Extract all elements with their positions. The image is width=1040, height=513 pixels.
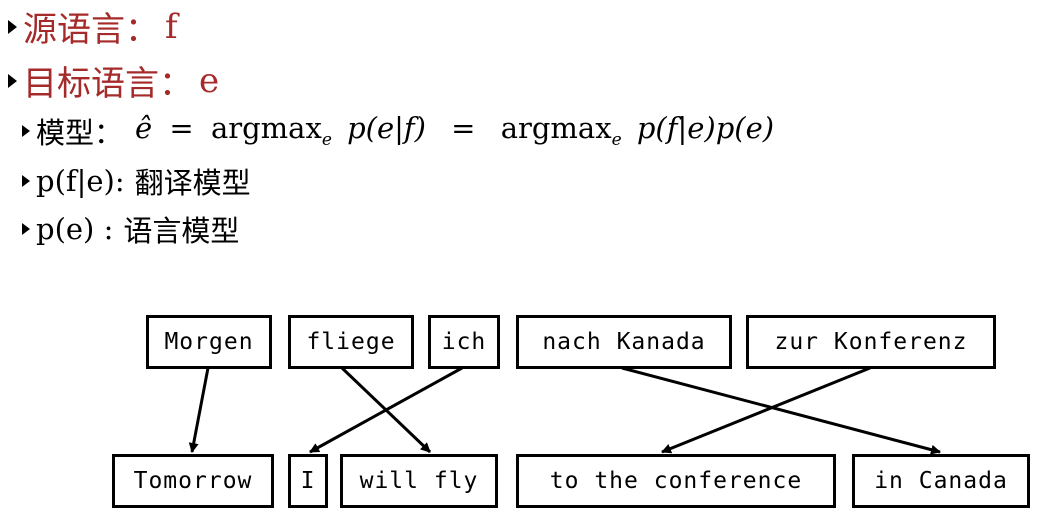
bullet-triangle-icon <box>22 125 30 137</box>
bullet-triangle-icon <box>22 223 30 235</box>
bullet-triangle-icon <box>22 175 30 187</box>
target-phrase-box: will fly <box>340 454 498 508</box>
language-model-term: p(e) : <box>36 212 114 246</box>
language-model-desc: 语言模型 <box>123 214 240 248</box>
target-phrase-box: Tomorrow <box>112 454 274 508</box>
arrow-nach-kanada-in-canada <box>621 366 941 455</box>
source-language-value: f <box>165 6 178 47</box>
source-phrase-box: nach Kanada <box>516 315 732 369</box>
bullet-language-model: p(e) : 语言模型 <box>22 208 239 250</box>
target-phrase-box: I <box>288 454 328 508</box>
bullet-triangle-icon <box>8 19 17 34</box>
source-language-label: 源语言： <box>23 10 159 50</box>
model-formula: ê = argmaxe p(e|f) = argmaxe p(f|e)p(e) <box>135 111 775 150</box>
target-language-label: 目标语言： <box>23 64 193 104</box>
translation-model-desc: 翻译模型 <box>134 166 251 200</box>
target-language-value: e <box>199 60 220 101</box>
arrow-morgen-tomorrow <box>188 367 210 453</box>
target-phrase-box: to the conference <box>516 454 836 508</box>
translation-model-term: p(f|e): <box>36 164 125 198</box>
e-hat-symbol: ê <box>135 111 153 146</box>
arrow-ich-i <box>309 366 463 454</box>
bullet-triangle-icon <box>8 73 17 88</box>
bullet-translation-model: p(f|e): 翻译模型 <box>22 160 251 202</box>
source-phrase-box: fliege <box>288 315 414 369</box>
arrow-zur-konferenz-to-the-conference <box>661 366 871 454</box>
target-phrase-box: in Canada <box>852 454 1030 508</box>
model-label: 模型： <box>36 116 124 150</box>
source-phrase-box: Morgen <box>146 315 272 369</box>
bullet-model: 模型： ê = argmaxe p(e|f) = argmaxe p(f|e)p… <box>22 110 774 152</box>
bullet-source-language: 源语言： f <box>8 2 178 51</box>
source-phrase-box: zur Konferenz <box>746 315 996 369</box>
bullet-target-language: 目标语言： e <box>8 56 219 105</box>
source-phrase-box: ich <box>428 315 500 369</box>
